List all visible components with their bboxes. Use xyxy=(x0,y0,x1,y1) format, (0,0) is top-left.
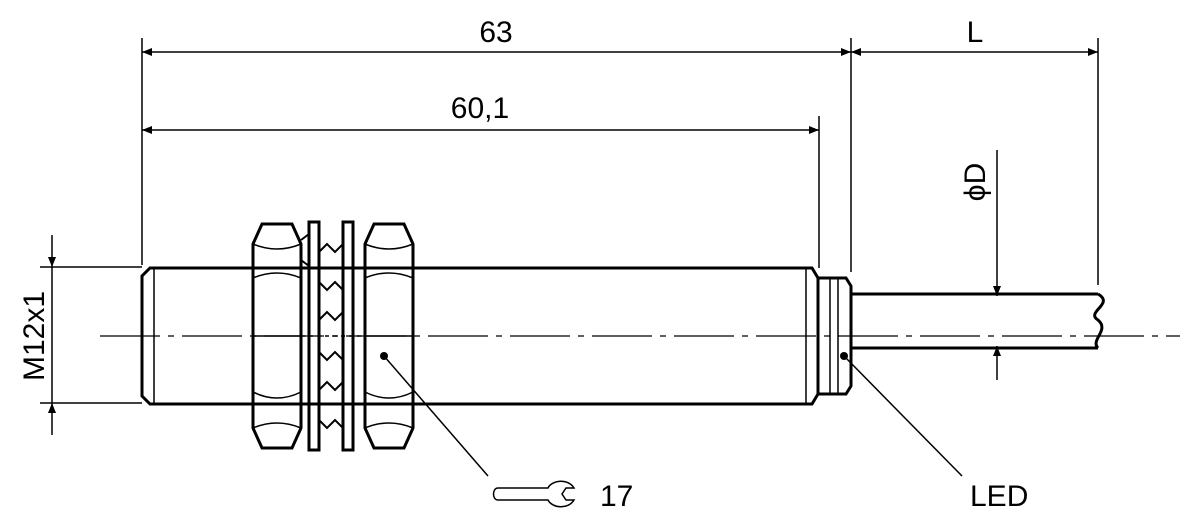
hex-nut-left xyxy=(251,222,303,450)
dimension-63-label: 63 xyxy=(479,16,512,49)
sensor-end-cap xyxy=(818,276,853,396)
hex-nut-right xyxy=(363,222,415,450)
wrench-callout: 17 xyxy=(380,352,633,513)
sensor-body xyxy=(140,266,820,406)
dimension-l-label: L xyxy=(967,16,984,49)
lock-washer-teeth xyxy=(300,233,365,430)
dimension-body-length: 60,1 xyxy=(142,92,820,268)
cable xyxy=(851,292,1105,350)
dimension-thread: M12x1 xyxy=(18,235,142,435)
dimension-overall-length: 63 xyxy=(141,16,852,272)
wrench-icon xyxy=(492,480,576,508)
led-label: LED xyxy=(970,480,1028,513)
dimension-phi-d-label: ϕD xyxy=(959,163,992,201)
dimension-m12x1-label: M12x1 xyxy=(18,291,51,381)
dimension-cable-diameter: ϕD xyxy=(959,150,1001,380)
dimension-60-1-label: 60,1 xyxy=(451,92,509,125)
led-callout: LED xyxy=(840,352,1028,513)
dimension-cable-length: L xyxy=(851,16,1099,285)
wrench-size-label: 17 xyxy=(600,480,633,513)
